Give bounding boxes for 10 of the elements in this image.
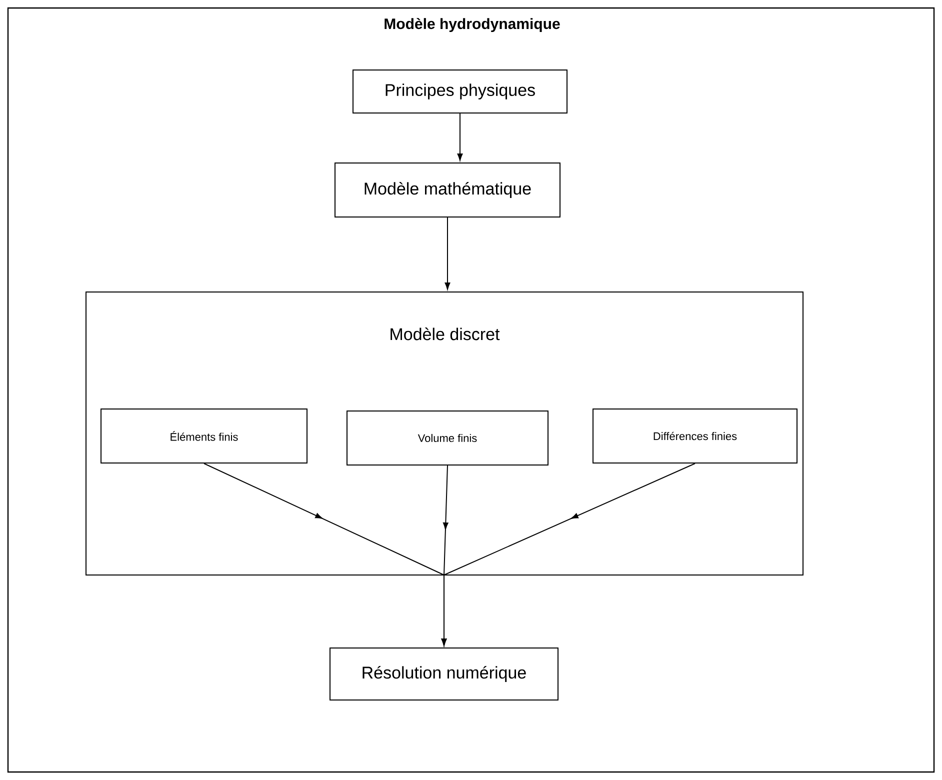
process-box: Modèle mathématique (334, 162, 560, 218)
process-box: Résolution numérique (330, 648, 558, 700)
process-box: Éléments finis (100, 408, 308, 464)
process-box: Volume finis (346, 410, 548, 466)
arrow (441, 463, 696, 646)
title: Modèle hydrodynamique (384, 18, 560, 32)
process-box: Principes physiques (352, 70, 568, 114)
process-box: Différences finies (592, 408, 798, 464)
arrow (444, 217, 450, 290)
arrow (457, 113, 463, 161)
